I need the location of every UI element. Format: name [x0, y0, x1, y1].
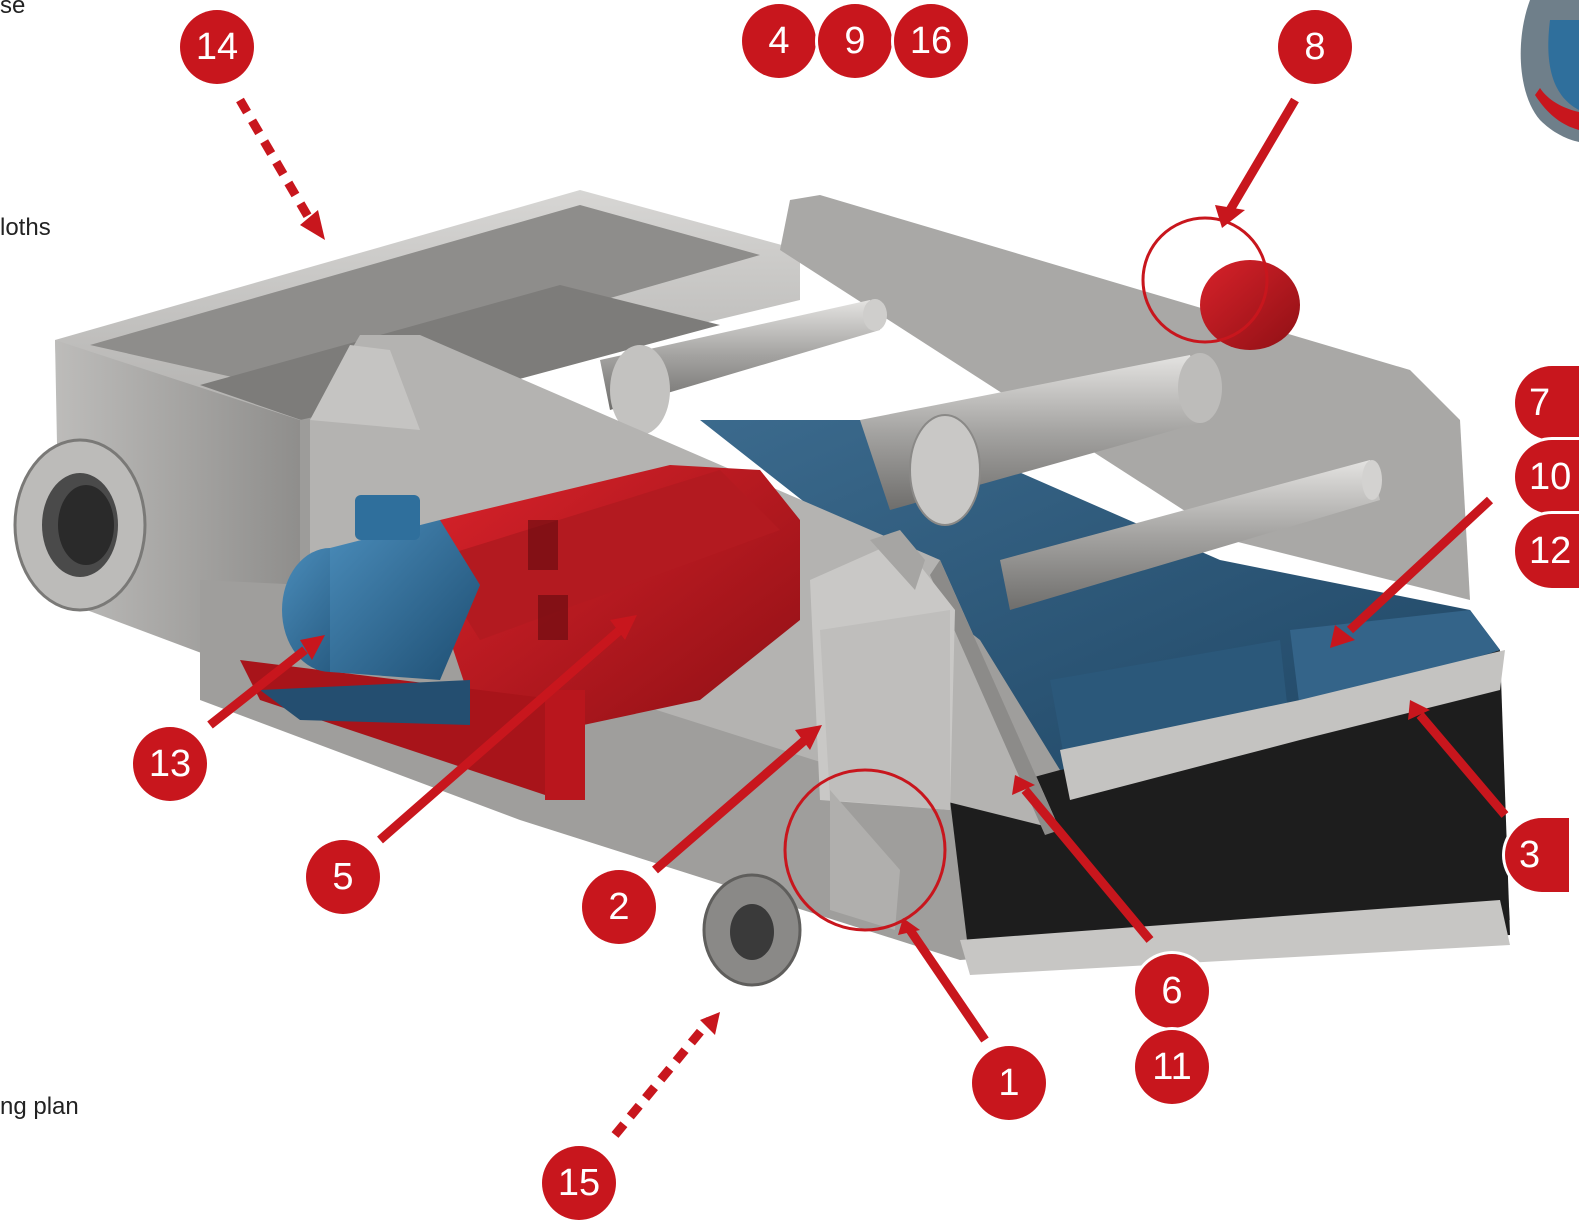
callout-16: 16 — [894, 4, 968, 78]
outlet-flange — [702, 873, 802, 987]
inlet-flange — [13, 438, 147, 612]
callout-8: 8 — [1278, 10, 1352, 84]
callout-10: 10 — [1515, 440, 1579, 514]
highlight-ring-top — [1141, 216, 1269, 344]
callout-7: 7 — [1515, 366, 1579, 440]
callout-9: 9 — [818, 4, 892, 78]
edge-text-lower: ng plan — [0, 1093, 79, 1120]
edge-text-top: se — [0, 0, 26, 19]
support-brackets — [810, 530, 955, 930]
callout-15: 15 — [542, 1146, 616, 1220]
screen-decks — [700, 420, 1505, 800]
callout-6: 6 — [1135, 954, 1209, 1028]
bearing-housing-top — [1200, 260, 1300, 350]
callout-12: 12 — [1515, 514, 1579, 588]
edge-text-upper: loths — [0, 214, 51, 241]
callout-1: 1 — [972, 1046, 1046, 1120]
highlight-ring-bottom — [783, 768, 947, 932]
callout-4: 4 — [742, 4, 816, 78]
shafts — [600, 299, 1382, 610]
callout-14: 14 — [180, 10, 254, 84]
callout-5: 5 — [306, 840, 380, 914]
callout-13: 13 — [133, 727, 207, 801]
drive-guard — [240, 465, 800, 800]
detail-inset — [1520, 0, 1579, 142]
callout-3: 3 — [1505, 818, 1569, 892]
callout-arrows — [207, 97, 1509, 1138]
callout-11: 11 — [1135, 1030, 1209, 1104]
callout-2: 2 — [582, 870, 656, 944]
